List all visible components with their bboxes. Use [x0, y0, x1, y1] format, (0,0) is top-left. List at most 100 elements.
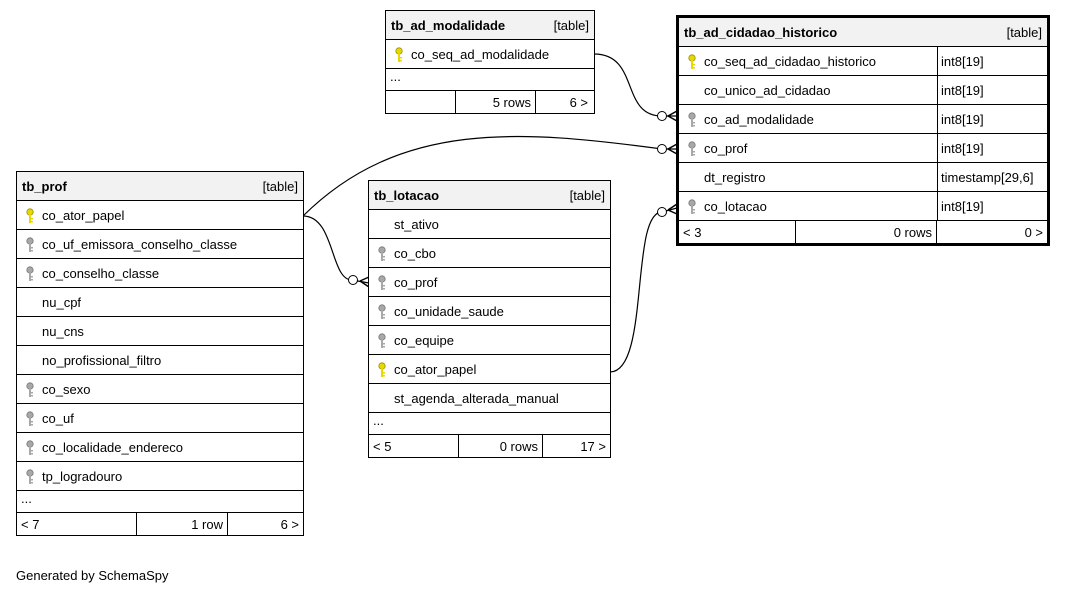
footer-row-count: 0 rows: [459, 435, 543, 457]
table-kind: [table]: [1006, 24, 1042, 40]
column-name: st_agenda_alterada_manual: [394, 390, 559, 406]
footer-children: 0 >: [1024, 224, 1043, 240]
primary-key-icon: [395, 47, 403, 62]
column-name: no_profissional_filtro: [42, 352, 162, 368]
edge-prof-historico-circle: [657, 144, 667, 154]
column-row[interactable]: st_agenda_alterada_manual: [369, 384, 610, 413]
column-row[interactable]: co_ator_papel: [369, 355, 610, 384]
primary-key-icon: [688, 54, 696, 69]
column-row[interactable]: co_sexo: [17, 375, 303, 404]
column-row[interactable]: co_ad_modalidade int8[19]: [679, 105, 1047, 134]
foreign-key-icon: [378, 304, 386, 319]
edge-prof-historico-crowfoot: [667, 143, 678, 155]
footer-parents: < 5: [369, 435, 459, 457]
column-row[interactable]: co_seq_ad_cidadao_historico int8[19]: [679, 47, 1047, 76]
footer-row-count: 0 rows: [796, 221, 937, 243]
column-name: co_cbo: [394, 245, 436, 261]
column-name: st_ativo: [394, 216, 439, 232]
footer-parents: [386, 91, 456, 113]
column-row[interactable]: co_prof int8[19]: [679, 134, 1047, 163]
table-header: tb_prof [table]: [17, 172, 303, 201]
foreign-key-icon: [688, 141, 696, 156]
footer-parents: < 7: [17, 513, 137, 535]
column-row[interactable]: co_ator_papel: [17, 201, 303, 230]
column-row[interactable]: co_uf: [17, 404, 303, 433]
column-row[interactable]: co_seq_ad_modalidade: [386, 40, 594, 69]
column-name: co_unidade_saude: [394, 303, 504, 319]
column-name: co_prof: [394, 274, 438, 290]
foreign-key-icon: [378, 333, 386, 348]
column-row[interactable]: co_unidade_saude: [369, 297, 610, 326]
column-type: int8[19]: [937, 47, 1047, 75]
table-tb-lotacao[interactable]: tb_lotacao [table] st_ativo co_cbo co_pr…: [368, 180, 611, 458]
column-name: co_sexo: [42, 381, 91, 397]
table-kind: [table]: [569, 187, 605, 203]
column-type: timestamp[29,6]: [937, 163, 1047, 191]
column-name: nu_cns: [42, 323, 84, 339]
footer-children: 6 >: [280, 516, 299, 532]
footer-parents: < 3: [679, 221, 796, 243]
column-row[interactable]: co_conselho_classe: [17, 259, 303, 288]
footer-row-count: 5 rows: [456, 91, 536, 113]
edge-lotacao-historico-crowfoot: [667, 203, 678, 215]
table-tb-prof[interactable]: tb_prof [table] co_ator_papel co_uf_emis…: [16, 171, 304, 536]
table-tb-ad-cidadao-historico[interactable]: tb_ad_cidadao_historico [table] co_seq_a…: [676, 15, 1050, 246]
primary-key-icon: [26, 208, 34, 223]
column-row[interactable]: co_cbo: [369, 239, 610, 268]
column-row[interactable]: co_prof: [369, 268, 610, 297]
column-name: co_uf_emissora_conselho_classe: [42, 236, 238, 252]
primary-key-icon: [378, 362, 386, 377]
column-row[interactable]: nu_cns: [17, 317, 303, 346]
column-name: nu_cpf: [42, 294, 82, 310]
edge-lotacao-historico-circle: [657, 207, 667, 217]
column-row[interactable]: nu_cpf: [17, 288, 303, 317]
foreign-key-icon: [26, 440, 34, 455]
column-name: co_lotacao: [704, 198, 767, 214]
table-name: tb_lotacao: [374, 187, 440, 203]
column-name: co_localidade_endereco: [42, 439, 183, 455]
table-footer: < 3 0 rows 0 >: [679, 221, 1047, 243]
column-row[interactable]: co_uf_emissora_conselho_classe: [17, 230, 303, 259]
column-name: co_seq_ad_cidadao_historico: [704, 53, 877, 69]
table-name: tb_prof: [22, 178, 67, 194]
table-footer: 5 rows 6 >: [386, 91, 594, 113]
foreign-key-icon: [26, 382, 34, 397]
foreign-key-icon: [688, 199, 696, 214]
column-row[interactable]: co_unico_ad_cidadao int8[19]: [679, 76, 1047, 105]
table-name: tb_ad_modalidade: [391, 17, 506, 33]
column-row[interactable]: co_equipe: [369, 326, 610, 355]
column-row[interactable]: co_lotacao int8[19]: [679, 192, 1047, 221]
column-row[interactable]: dt_registro timestamp[29,6]: [679, 163, 1047, 192]
column-name: co_ator_papel: [394, 361, 477, 377]
column-row[interactable]: tp_logradouro: [17, 462, 303, 491]
column-type: int8[19]: [937, 76, 1047, 104]
edge-prof-lotacao-crowfoot: [359, 276, 370, 288]
column-name: co_conselho_classe: [42, 265, 160, 281]
table-kind: [table]: [553, 17, 589, 33]
more-columns-ellipsis: ...: [369, 413, 610, 435]
column-row[interactable]: st_ativo: [369, 210, 610, 239]
edge-lotacao-historico: [609, 207, 678, 373]
footer-children: 17 >: [580, 438, 606, 454]
foreign-key-icon: [26, 266, 34, 281]
table-header: tb_ad_cidadao_historico [table]: [679, 18, 1047, 47]
table-header: tb_ad_modalidade [table]: [386, 11, 594, 40]
footer-children: 6 >: [569, 94, 588, 110]
column-name: co_ator_papel: [42, 207, 125, 223]
column-name: co_unico_ad_cidadao: [704, 82, 831, 98]
column-type: int8[19]: [937, 105, 1047, 133]
edge-modalidade-circle: [657, 111, 667, 121]
column-row[interactable]: no_profissional_filtro: [17, 346, 303, 375]
edge-prof-lotacao: [302, 215, 370, 284]
table-header: tb_lotacao [table]: [369, 181, 610, 210]
table-tb-ad-modalidade[interactable]: tb_ad_modalidade [table] co_seq_ad_modal…: [385, 10, 595, 114]
table-kind: [table]: [262, 178, 298, 194]
generated-by-label: Generated by SchemaSpy: [16, 568, 169, 583]
footer-row-count: 1 row: [137, 513, 228, 535]
edge-modalidade-historico: [593, 53, 677, 117]
table-name: tb_ad_cidadao_historico: [684, 24, 838, 40]
edge-modalidade-crowfoot: [667, 110, 678, 122]
column-name: tp_logradouro: [42, 468, 123, 484]
column-row[interactable]: co_localidade_endereco: [17, 433, 303, 462]
